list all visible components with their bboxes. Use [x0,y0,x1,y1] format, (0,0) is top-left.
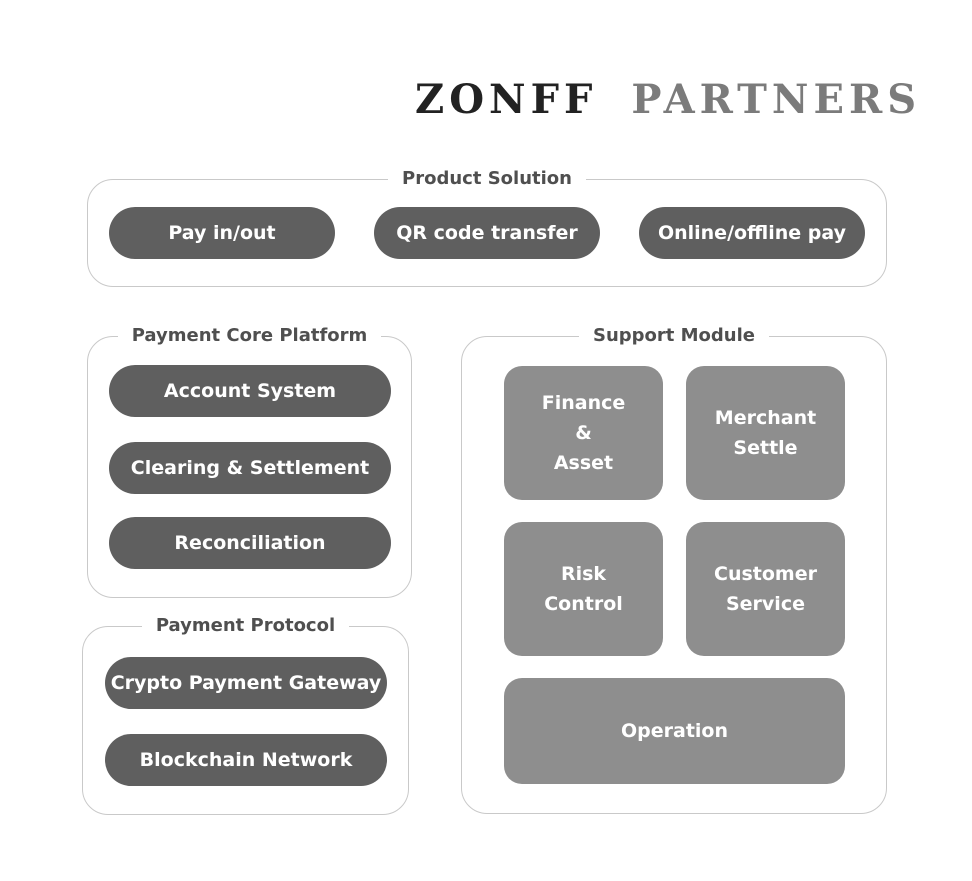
operation-tile: Operation [504,678,845,784]
support-module-group: Support Module Finance & Asset Merchant … [461,323,887,814]
payment-protocol-title: Payment Protocol [141,613,350,639]
account-system-pill: Account System [109,365,391,417]
product-solution-title: Product Solution [388,166,586,192]
logo: ZONFF PARTNERS [415,76,916,123]
support-module-title: Support Module [578,323,770,349]
blockchain-network-pill: Blockchain Network [105,734,387,786]
risk-control-tile: Risk Control [504,522,663,656]
reconciliation-pill: Reconciliation [109,517,391,569]
customer-service-tile: Customer Service [686,522,845,656]
clearing-settlement-pill: Clearing & Settlement [109,442,391,494]
pay-in-out-pill: Pay in/out [109,207,335,259]
logo-word-partners: PARTNERS [631,76,922,123]
payment-protocol-group: Payment Protocol Crypto Payment Gateway … [82,613,409,815]
online-offline-pay-pill: Online/offline pay [639,207,865,259]
merchant-settle-tile: Merchant Settle [686,366,845,500]
qr-code-transfer-pill: QR code transfer [374,207,600,259]
logo-word-zonff: ZONFF [415,76,598,123]
product-solution-group: Product Solution Pay in/out QR code tran… [87,166,887,287]
crypto-payment-gateway-pill: Crypto Payment Gateway [105,657,387,709]
finance-asset-tile: Finance & Asset [504,366,663,500]
payment-core-platform-group: Payment Core Platform Account System Cle… [87,323,412,598]
payment-core-platform-title: Payment Core Platform [117,323,382,349]
